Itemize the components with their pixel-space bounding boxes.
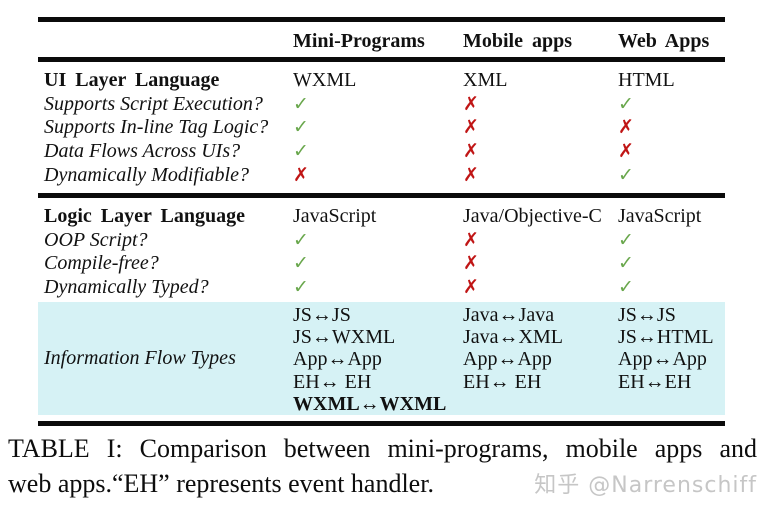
table-row: Compile-free? ✓ ✗ ✓ [38, 252, 725, 276]
cell-mini-mark: ✓ [293, 252, 309, 275]
table-top-rule [38, 17, 725, 22]
table-row: UI Layer Language WXML XML HTML [38, 69, 725, 93]
cell-mini: WXML [293, 69, 357, 91]
header-mini-programs: Mini-Programs [293, 30, 425, 52]
cell-mini-flows: JS↔JS JS↔WXML App↔App EH↔ EH WXML↔WXML [293, 302, 463, 415]
cell-mini-mark: ✓ [293, 140, 309, 163]
caption-line-2: web apps.“EH” represents event handler. [8, 469, 434, 498]
flow-line: EH↔ EH [293, 370, 372, 393]
cell-mobile-mark: ✗ [463, 116, 479, 139]
cell-web-mark: ✗ [618, 140, 634, 163]
table-row: Supports Script Execution? ✓ ✗ ✓ [38, 93, 725, 117]
cell-mobile-flows: Java↔Java Java↔XML App↔App EH↔ EH [463, 302, 618, 415]
cell-mobile-mark: ✗ [463, 163, 479, 186]
header-bottom-rule [38, 57, 725, 62]
cell-web-mark: ✓ [618, 163, 634, 186]
row-label: Dynamically Modifiable? [44, 163, 249, 186]
header-mobile-apps: Mobile apps [463, 30, 573, 52]
information-flow-row: Information Flow Types JS↔JS JS↔WXML App… [38, 302, 725, 415]
row-label: OOP Script? [44, 228, 148, 251]
flow-line: EH↔ EH [463, 370, 542, 393]
cell-mobile-mark: ✗ [463, 252, 479, 275]
caption-line-1: TABLE I: Comparison between mini-program… [8, 434, 757, 463]
cell-mini-mark: ✓ [293, 228, 309, 251]
flow-line: JS↔JS [618, 304, 676, 326]
row-label: Information Flow Types [44, 347, 236, 369]
cell-web-mark: ✓ [618, 252, 634, 275]
row-label: Compile-free? [44, 252, 159, 275]
cell-mobile-mark: ✗ [463, 92, 479, 115]
cell-mini: JavaScript [293, 205, 377, 227]
header-empty-cell [38, 29, 293, 53]
row-label: Dynamically Typed? [44, 276, 209, 299]
flow-line: EH↔EH [618, 370, 692, 393]
flow-line: Java↔Java [463, 304, 555, 326]
header-web-apps: Web Apps [618, 30, 710, 52]
table-caption: TABLE I: Comparison between mini-program… [8, 431, 757, 501]
cell-mini-mark: ✓ [293, 116, 309, 139]
flow-line-bold: WXML↔WXML [293, 392, 447, 415]
section-divider-rule [38, 193, 725, 198]
cell-web-mark: ✗ [618, 116, 634, 139]
cell-web: HTML [618, 69, 675, 91]
table-row: Dynamically Modifiable? ✗ ✗ ✓ [38, 164, 725, 188]
cell-web-mark: ✓ [618, 228, 634, 251]
flow-line: App↔App [618, 348, 707, 371]
cell-mobile-mark: ✗ [463, 228, 479, 251]
flow-line: Java↔XML [463, 326, 563, 349]
table-bottom-rule [38, 421, 725, 426]
flow-line: JS↔HTML [618, 326, 714, 349]
cell-mobile: Java/Objective-C [463, 205, 602, 227]
flow-line: App↔App [463, 348, 552, 371]
row-label: Data Flows Across UIs? [44, 140, 241, 163]
row-label: Supports Script Execution? [44, 92, 263, 115]
table-row: Data Flows Across UIs? ✓ ✗ ✗ [38, 140, 725, 164]
table-row: OOP Script? ✓ ✗ ✓ [38, 229, 725, 253]
cell-mobile-mark: ✗ [463, 140, 479, 163]
cell-mini-mark: ✗ [293, 163, 309, 186]
logic-layer-section: Logic Layer Language JavaScript Java/Obj… [38, 205, 725, 300]
cell-web-mark: ✓ [618, 92, 634, 115]
zhihu-watermark: 知乎 @Narrenschiff [534, 473, 757, 498]
flow-line: JS↔JS [293, 304, 351, 326]
table-row: Dynamically Typed? ✓ ✗ ✓ [38, 276, 725, 300]
row-label: Supports In-line Tag Logic? [44, 116, 269, 139]
table-row: Logic Layer Language JavaScript Java/Obj… [38, 205, 725, 229]
cell-mini-mark: ✓ [293, 276, 309, 299]
cell-web: JavaScript [618, 205, 702, 227]
cell-mobile-mark: ✗ [463, 276, 479, 299]
row-label: Logic Layer Language [44, 205, 245, 227]
flow-line: App↔App [293, 348, 382, 371]
flow-line: JS↔WXML [293, 326, 396, 349]
row-label: UI Layer Language [44, 69, 220, 91]
table-header-row: Mini-Programs Mobile apps Web Apps [38, 29, 725, 53]
table-row: Supports In-line Tag Logic? ✓ ✗ ✗ [38, 116, 725, 140]
cell-mobile: XML [463, 69, 508, 91]
cell-web-flows: JS↔JS JS↔HTML App↔App EH↔EH [618, 302, 725, 415]
ui-layer-section: UI Layer Language WXML XML HTML Supports… [38, 69, 725, 187]
cell-web-mark: ✓ [618, 276, 634, 299]
cell-mini-mark: ✓ [293, 92, 309, 115]
